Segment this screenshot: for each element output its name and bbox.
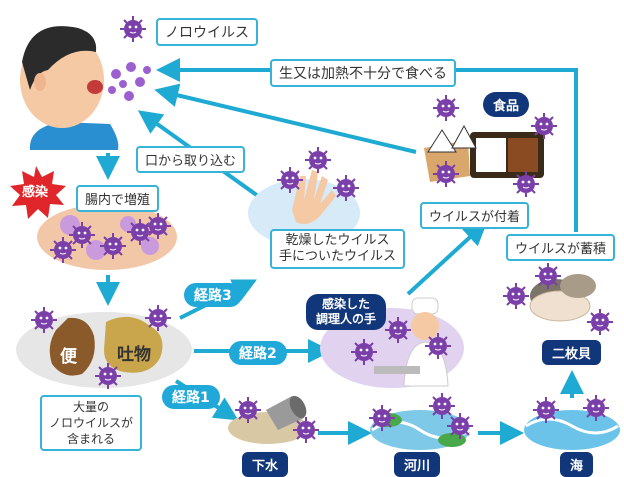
sea-label: 海 xyxy=(560,452,594,477)
route-1-label: 経路1 xyxy=(162,385,220,409)
infection-label: 感染 xyxy=(22,185,49,200)
bento-icon xyxy=(424,124,544,182)
raw-food-label: 生又は加熱不十分で食べる xyxy=(270,59,456,87)
bivalve-label: 二枚貝 xyxy=(542,340,602,365)
sewage-label: 下水 xyxy=(242,452,289,477)
virus-icon xyxy=(502,282,530,310)
virus-icon xyxy=(119,15,147,43)
stool-label: 便 xyxy=(60,347,77,367)
intestine-illustration xyxy=(37,204,177,270)
person-face-icon xyxy=(20,26,119,150)
chef-icon xyxy=(374,297,449,387)
virus-label: ノロウイルス xyxy=(156,18,258,46)
dry-virus-label: 乾燥したウイルス 手についたウイルス xyxy=(270,229,406,269)
route-3-label: 経路3 xyxy=(184,283,242,307)
virus-attached-label: ウイルスが付着 xyxy=(420,202,530,229)
virus-accumulated-label: ウイルスが蓄積 xyxy=(506,234,616,261)
river-label: 河川 xyxy=(394,452,441,477)
virus-particles-mouth xyxy=(108,62,151,101)
infection-burst-icon xyxy=(10,166,66,219)
intestine-label: 腸内で増殖 xyxy=(76,185,160,212)
virus-icon xyxy=(586,308,614,336)
virus-icon xyxy=(432,94,460,122)
vomit-label: 吐物 xyxy=(117,345,151,365)
sea-wave-icon xyxy=(524,410,620,450)
route-2-label: 経路2 xyxy=(229,341,287,365)
vomit-icon xyxy=(104,316,163,373)
large-amount-note: 大量の ノロウイルスが 含まれる xyxy=(40,395,143,451)
mouth-intake-label: 口から取り込む xyxy=(136,146,246,173)
food-label: 食品 xyxy=(483,92,530,117)
hand-icon xyxy=(292,170,336,224)
clam-icon xyxy=(529,274,596,322)
infected-cook-label: 感染した 調理人の手 xyxy=(306,294,387,330)
stool-icon xyxy=(49,317,95,376)
virus-icon xyxy=(304,146,332,174)
